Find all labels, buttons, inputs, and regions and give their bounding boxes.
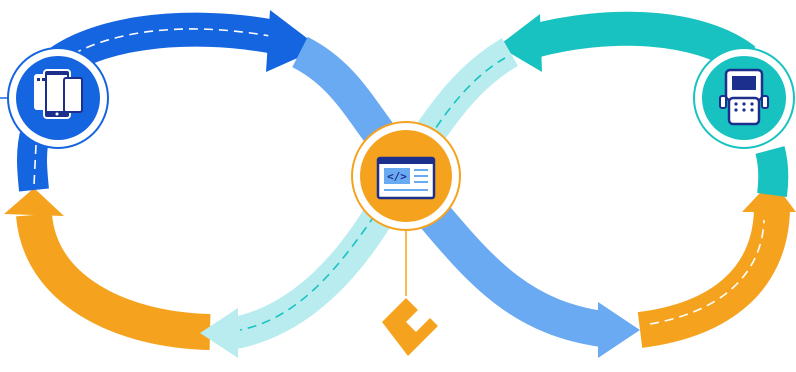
- code-window-icon: </>: [376, 156, 436, 200]
- svg-text:</>: </>: [387, 170, 407, 183]
- loop-arc-center-bottom-right: [411, 193, 613, 348]
- arrowhead-left-up: [4, 188, 64, 216]
- arc-dash-line: [649, 219, 765, 325]
- loop-arc-left-bottom: [16, 212, 211, 350]
- handheld-scanner-icon: [719, 68, 769, 126]
- arc-dash-line: [239, 214, 376, 331]
- mobile-devices-icon: [34, 69, 83, 119]
- loop-arc-top-right: [525, 11, 756, 74]
- arc-dash-line: [33, 144, 37, 186]
- arc-dash-line: [59, 28, 271, 63]
- loop-arc-center-bottom-left: [226, 196, 399, 350]
- arrowhead-top-left: [266, 10, 320, 72]
- arrowhead-bottom-right: [598, 302, 640, 358]
- loop-arc-right-teal: [755, 146, 789, 197]
- arrowhead-bottom-left: [200, 308, 238, 358]
- arrowhead-right-up: [742, 180, 796, 212]
- g-logo-icon: [382, 298, 438, 356]
- arrowhead-top-right: [498, 14, 542, 72]
- loop-arc-right-bottom: [637, 208, 790, 348]
